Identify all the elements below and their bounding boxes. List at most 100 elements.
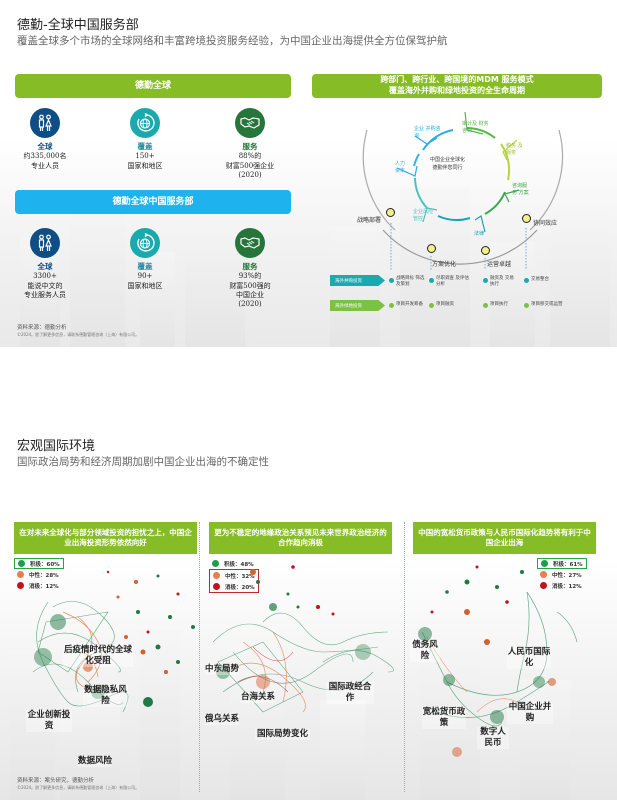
stat-china-people: 全球 3300+ 能说中文的 专业服务人员 <box>0 228 90 300</box>
stat-value: 150+ <box>135 152 155 161</box>
legend-positive: 积极：61% <box>537 558 587 569</box>
topic-label: 台海关系 <box>241 692 276 704</box>
step-text: 项目融资 <box>436 302 454 307</box>
stat-global-coverage: 覆盖 150+ 国家和地区 <box>100 108 190 171</box>
stat-label: 覆盖 <box>137 142 153 151</box>
legend-label: 消极：20% <box>225 584 255 591</box>
stat-desc: 财富500强企业 <box>225 161 275 170</box>
stat-desc: 国家和地区 <box>127 161 163 170</box>
background-building <box>520 680 570 800</box>
segment-audit: 审计及 财务咨询 <box>462 121 489 134</box>
panel-divider <box>199 522 200 792</box>
step-dot <box>429 278 434 283</box>
step-dot <box>483 303 488 308</box>
stat-desc: 专业服务人员 <box>24 291 66 299</box>
legend-positive: 积极：60% <box>14 558 64 569</box>
topic-label: 数据隐私风险 <box>83 685 128 708</box>
legend-label: 积极：60% <box>30 561 60 568</box>
stat-label: 全球 <box>37 262 53 271</box>
background-building <box>330 227 380 347</box>
people-icon <box>30 228 60 258</box>
step-text: 尽职调查 及评估分析 <box>436 276 469 288</box>
topic-label: 中东局势 <box>205 664 240 676</box>
legend-label: 消极：12% <box>29 583 59 590</box>
stat-value: 93%的 <box>238 272 262 281</box>
diagram-center-text: 中国企业全球化 德勤伴您同行 <box>430 157 465 172</box>
phase-node <box>427 244 436 253</box>
source-text: 资料来源：案头研究，德勤分析 <box>17 778 95 784</box>
stat-desc: 能说中文的 <box>27 281 63 290</box>
background-building <box>490 242 535 347</box>
neutral-dot-icon <box>213 572 220 579</box>
step-text: 交易整合 <box>531 277 549 282</box>
stat-global-people: 全球 约335,000名 专业人员 <box>0 108 90 171</box>
legend-negative: 消极：12% <box>14 580 64 591</box>
stat-label: 全球 <box>37 142 53 151</box>
topic-network-graph <box>418 565 578 757</box>
legend-label: 中性：28% <box>29 572 59 579</box>
background-building <box>420 640 480 800</box>
topic-network-graph <box>212 565 394 713</box>
sentiment-legend: 积极：48% 中性：32% 消极：20% <box>209 558 259 593</box>
page-title: 德勤-全球中国服务部 <box>17 18 139 33</box>
stat-year: (2020) <box>238 171 262 179</box>
center-line2: 德勤伴您同行 <box>432 164 463 171</box>
topic-label: 人民币国际化 <box>507 647 551 670</box>
topic-network-graph <box>32 570 195 713</box>
step-text: 战略目标 筛选及策划 <box>396 276 425 288</box>
globe-cycle-icon <box>130 228 160 258</box>
stat-value: 3300+ <box>33 272 57 281</box>
background-building <box>70 197 125 347</box>
legend-positive: 积极：48% <box>209 558 259 569</box>
page-subtitle: 覆盖全球多个市场的全球网络和丰富跨境投资服务经验，为中国企业出海提供全方位保驾护… <box>17 35 448 47</box>
panel-header: 中国的宽松货币政策与人民币国际化趋势将有利于中国企业出海 <box>413 522 596 554</box>
mdm-bar-line1: 跨部门、跨行业、跨国境的MDM 服务模式 <box>380 75 534 85</box>
topic-label: 数据风险 <box>78 756 113 768</box>
legend-label: 中性：32% <box>225 573 255 580</box>
stat-label: 覆盖 <box>137 262 153 271</box>
panel-header: 更为不稳定的地缘政治关系预见未来世界政治经济的合作趋向消极 <box>209 522 392 554</box>
stat-value: 约335,000名 <box>23 152 67 161</box>
segment-tax: 税务 及服务 <box>506 143 523 156</box>
negative-dot-icon <box>540 582 547 589</box>
topic-label: 后疫情时代的全球化受阻 <box>63 645 133 668</box>
stat-label: 服务 <box>242 262 258 271</box>
legend-label: 中性：27% <box>552 572 582 579</box>
segment-legal: 法律 <box>474 231 485 237</box>
mdm-service-model-bar: 跨部门、跨行业、跨国境的MDM 服务模式 覆盖海外并购和绿地投资的全生命周期 <box>312 74 602 98</box>
background-building <box>10 650 55 800</box>
neutral-dot-icon <box>17 571 24 578</box>
copyright-text: ©2024。欲了解更多信息，请联系德勤管理咨询（上海）有限公司。 <box>17 785 140 791</box>
panel-monetary-policy-outlook: 中国的宽松货币政策与人民币国际化趋势将有利于中国企业出海 积极：61% 中性：2… <box>407 522 602 787</box>
handshake-icon <box>235 108 265 138</box>
topic-label: 企业创新投资 <box>26 710 72 733</box>
phase-node <box>522 214 531 223</box>
background-building <box>185 212 245 347</box>
background-building <box>320 700 365 800</box>
step-dot <box>524 303 529 308</box>
stat-desc: 财富500强的 <box>229 281 271 290</box>
slide-deloitte-global-china-services: 德勤-全球中国服务部 覆盖全球多个市场的全球网络和丰富跨境投资服务经验，为中国企… <box>0 0 617 347</box>
stat-desc: 国家和地区 <box>127 281 163 290</box>
stat-china-coverage: 覆盖 90+ 国家和地区 <box>100 228 190 291</box>
stat-value: 88%的 <box>238 152 262 161</box>
segment-ma: 企业 并购咨询 <box>414 126 441 139</box>
step-text: 项目移交或运营 <box>531 302 563 307</box>
center-line1: 中国企业全球化 <box>430 157 466 163</box>
row-tag-greenfield: 海外绿地投资 <box>330 300 385 311</box>
stat-global-service: 服务 88%的 财富500强企业 (2020) <box>205 108 295 180</box>
step-dot <box>524 278 529 283</box>
panel-geopolitics-outlook: 更为不稳定的地缘政治关系预见未来世界政治经济的合作趋向消极 积极：48% 中性：… <box>203 522 398 787</box>
globe-cycle-icon <box>130 108 160 138</box>
page-subtitle: 国际政治局势和经济周期加剧中国企业出海的不确定性 <box>17 456 269 468</box>
segment-consulting: 咨询服务 方案 <box>512 183 529 196</box>
positive-dot-icon <box>212 560 219 567</box>
positive-dot-icon <box>541 560 548 567</box>
legend-label: 积极：48% <box>224 561 254 568</box>
stat-year: (2020) <box>238 300 262 309</box>
stat-desc: 中国企业 <box>236 291 264 299</box>
segment-hr: 人力资本 <box>395 161 406 174</box>
legend-negative: 消极：12% <box>537 580 587 591</box>
row-tag-overseas-ma: 海外并购投资 <box>330 275 385 286</box>
stat-china-service: 服务 93%的 财富500强的 中国企业 (2020) <box>205 228 295 310</box>
